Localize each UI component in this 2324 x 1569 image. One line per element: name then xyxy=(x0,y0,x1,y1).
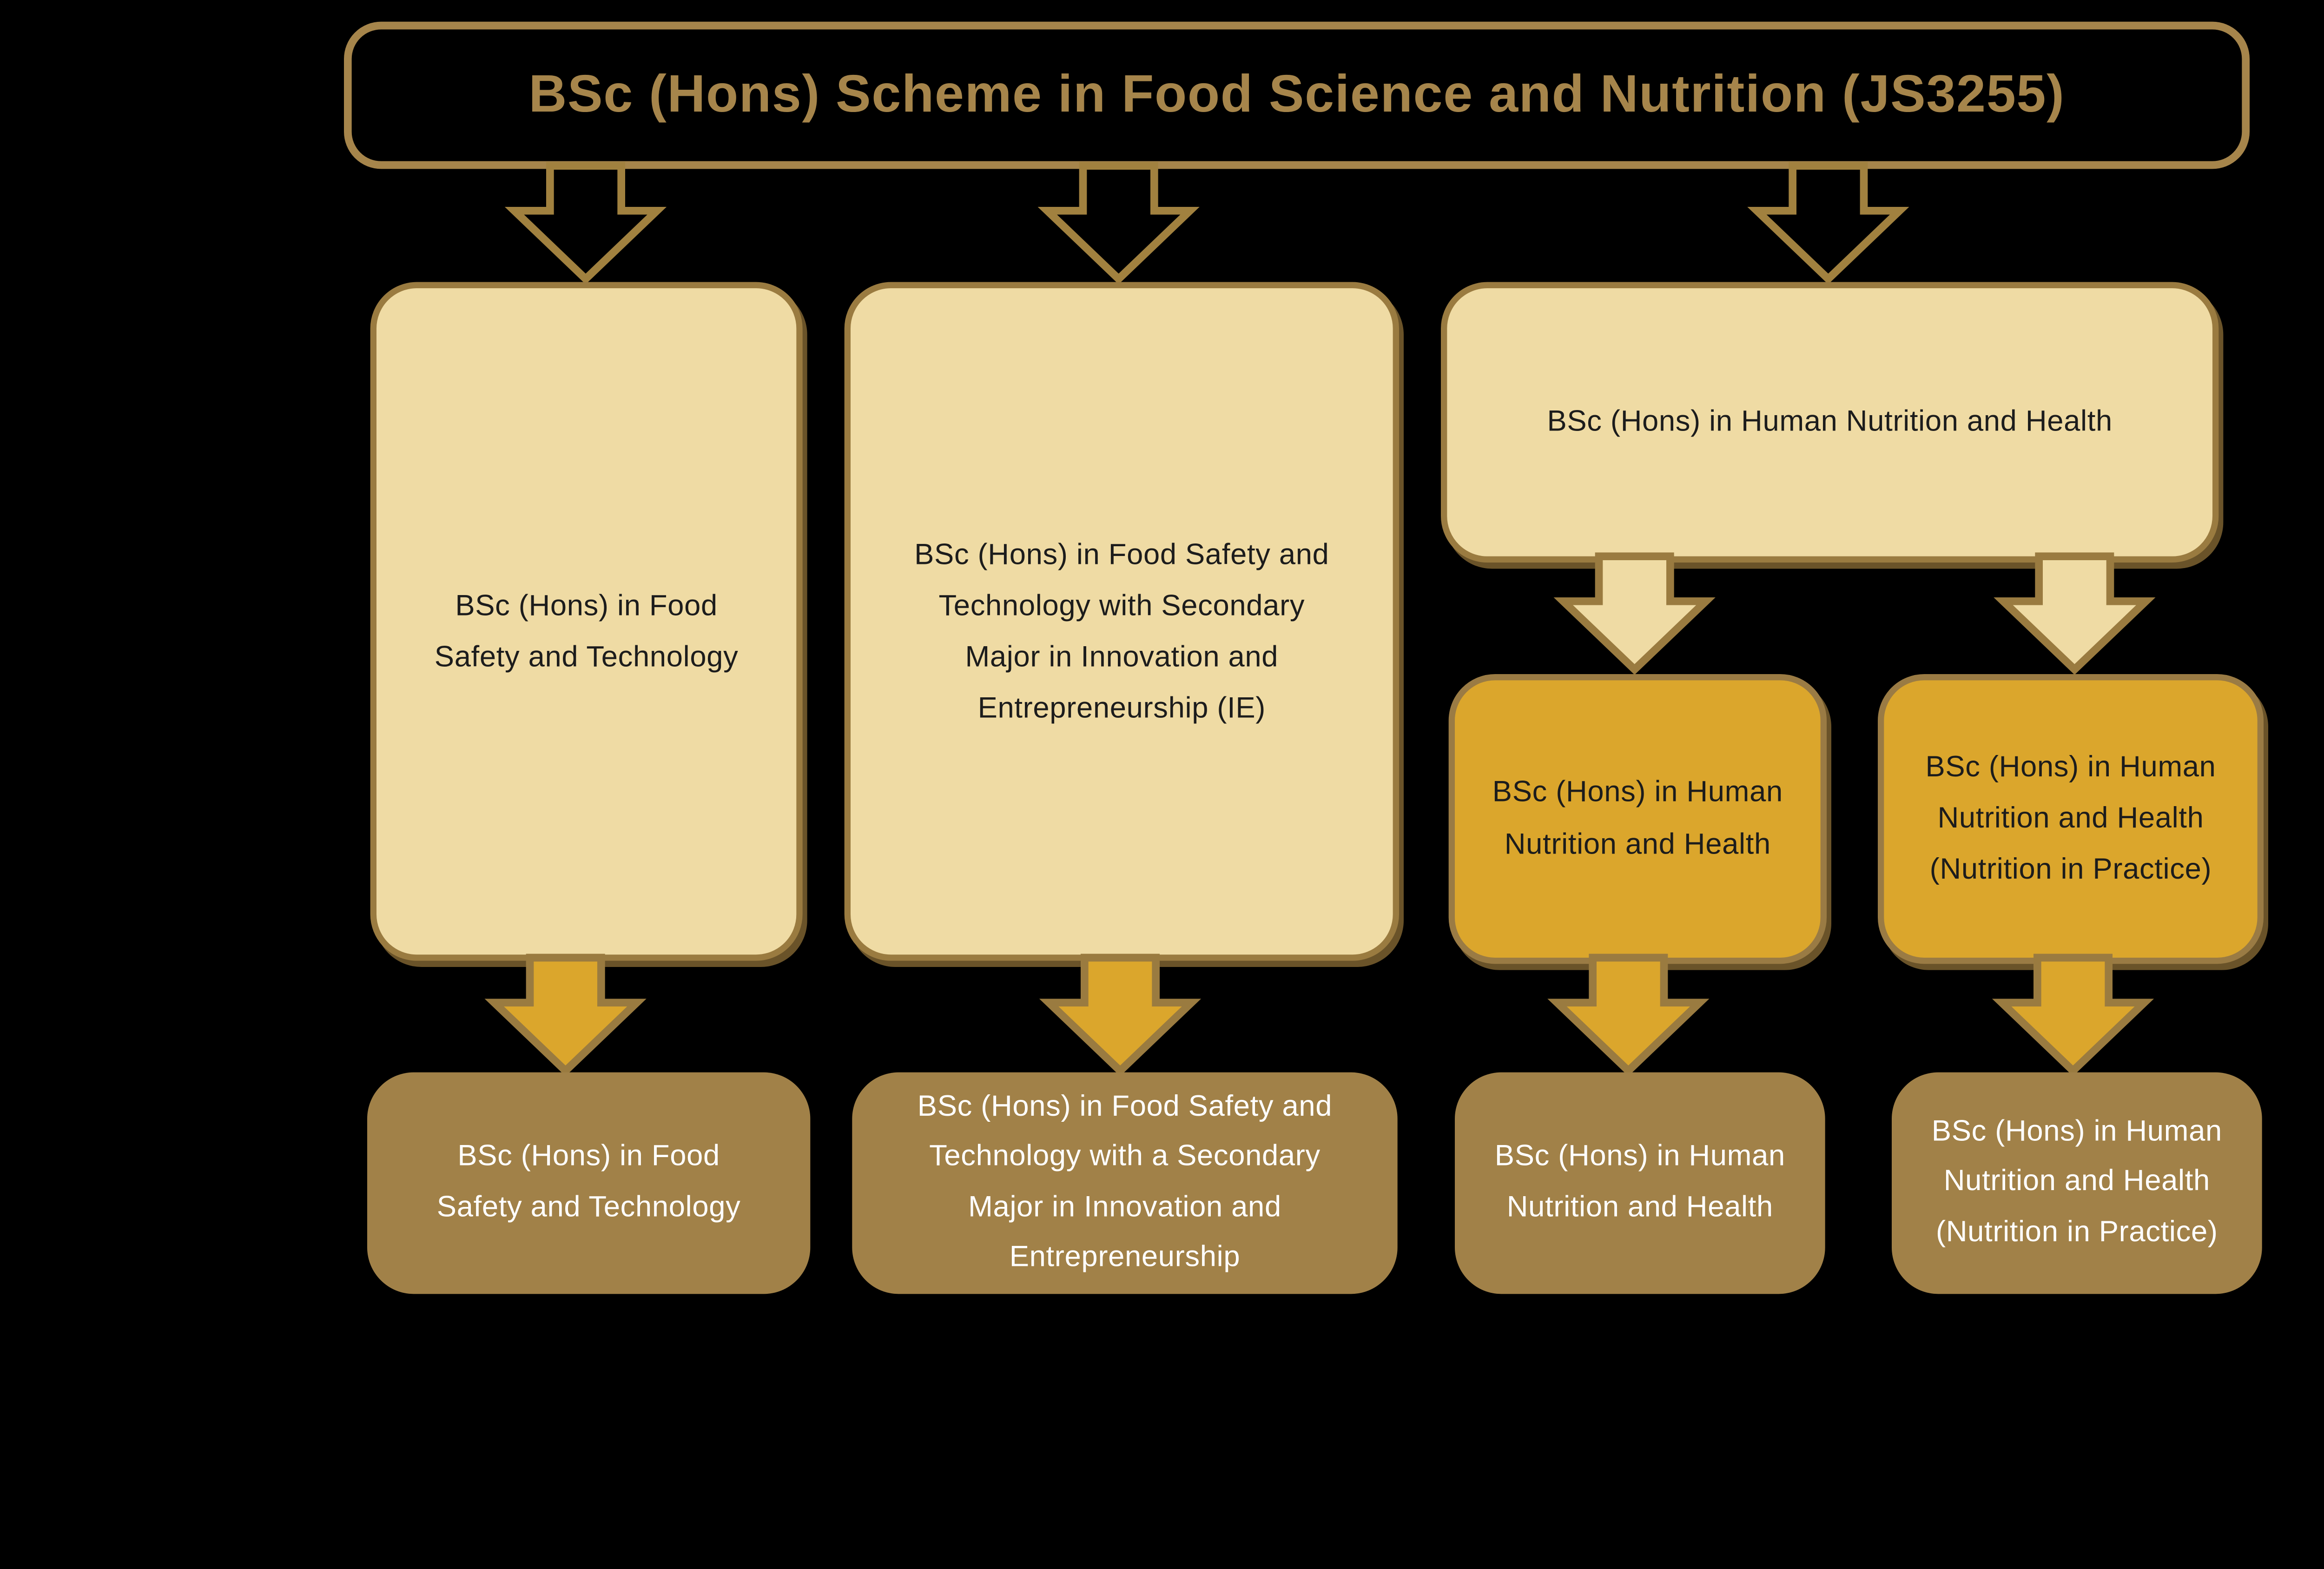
major-label-human-nutrition-health: BSc (Hons) in Human Nutrition and Health xyxy=(1492,776,1783,861)
arrow-scheme-to-hnh xyxy=(1747,162,1909,285)
arrow-hnh-to-major-hnh xyxy=(1553,552,1716,675)
award-box-food-safety-technology: BSc (Hons) in Food Safety and Technology xyxy=(367,1072,811,1294)
stream-label-human-nutrition-health: BSc (Hons) in Human Nutrition and Health xyxy=(1547,405,2113,438)
flowchart-canvas: BSc (Hons) Scheme in Food Science and Nu… xyxy=(344,21,2264,1294)
arrow-scheme-to-fst xyxy=(504,162,667,285)
major-label-human-nutrition-health-nip: BSc (Hons) in Human Nutrition and Health… xyxy=(1925,751,2216,887)
award-box-human-nutrition-health: BSc (Hons) in Human Nutrition and Health xyxy=(1455,1072,1825,1294)
arrow-major-hnh-to-award xyxy=(1547,953,1710,1076)
stream-box-food-safety-technology-ie: BSc (Hons) in Food Safety and Technology… xyxy=(844,282,1399,961)
arrow-hnh-to-major-hnh-nip xyxy=(1994,552,2156,675)
award-label-food-safety-technology: BSc (Hons) in Food Safety and Technology xyxy=(436,1141,741,1224)
stream-box-human-nutrition-health: BSc (Hons) in Human Nutrition and Health xyxy=(1441,282,2219,563)
arrow-major-hnh-nip-to-award xyxy=(1992,953,2154,1076)
award-box-human-nutrition-health-nip: BSc (Hons) in Human Nutrition and Health… xyxy=(1892,1072,2262,1294)
arrow-scheme-to-fst-ie xyxy=(1037,162,1200,285)
award-box-food-safety-technology-ie: BSc (Hons) in Food Safety and Technology… xyxy=(852,1072,1398,1294)
scheme-title: BSc (Hons) Scheme in Food Science and Nu… xyxy=(528,65,2065,124)
arrow-fst-to-award xyxy=(484,953,647,1076)
major-box-human-nutrition-health-nip: BSc (Hons) in Human Nutrition and Health… xyxy=(1878,674,2264,964)
award-label-human-nutrition-health-nip: BSc (Hons) in Human Nutrition and Health… xyxy=(1931,1116,2222,1249)
stream-box-food-safety-technology: BSc (Hons) in Food Safety and Technology xyxy=(370,282,803,961)
stream-label-food-safety-technology-ie: BSc (Hons) in Food Safety and Technology… xyxy=(914,538,1329,726)
award-label-food-safety-technology-ie: BSc (Hons) in Food Safety and Technology… xyxy=(917,1091,1333,1274)
scheme-title-box: BSc (Hons) Scheme in Food Science and Nu… xyxy=(344,21,2250,169)
award-label-human-nutrition-health: BSc (Hons) in Human Nutrition and Health xyxy=(1494,1141,1785,1224)
major-box-human-nutrition-health: BSc (Hons) in Human Nutrition and Health xyxy=(1448,674,1827,964)
arrow-fst-ie-to-award xyxy=(1039,953,1202,1076)
stream-label-food-safety-technology: BSc (Hons) in Food Safety and Technology xyxy=(434,590,739,674)
